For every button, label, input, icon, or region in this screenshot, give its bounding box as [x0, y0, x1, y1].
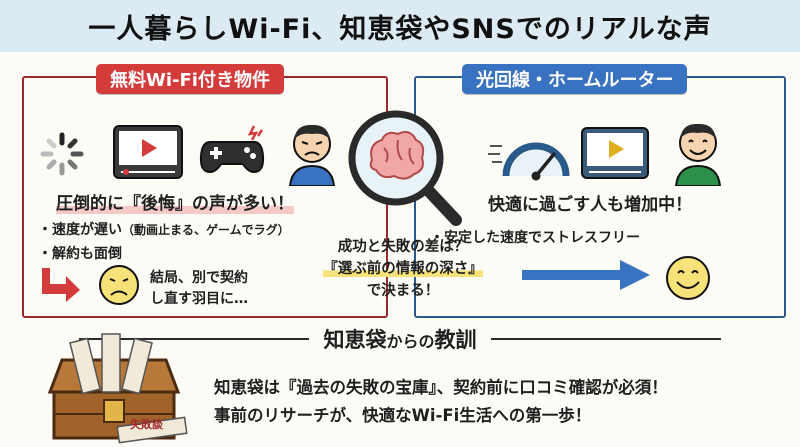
video-player-ok-icon — [581, 127, 649, 179]
center-line2: 『選ぶ前の情報の深さ』 — [323, 261, 483, 277]
left-bullet-speed: ・速度が遅い（動画止まる、ゲームでラグ） — [38, 222, 290, 238]
lesson-divider-right — [490, 338, 721, 340]
arrow-right-icon — [522, 260, 650, 290]
loading-spinner-icon — [40, 132, 84, 176]
sad-face-icon — [99, 265, 139, 305]
center-line3: で決まる！ — [366, 283, 440, 299]
right-bullet-stable: ・安定した速度でストレスフリー — [430, 230, 640, 246]
page-title: 一人暮らしWi-Fi、知恵袋やSNSでのリアルな声 — [88, 13, 712, 45]
fiber-tag: 光回線・ホームルーター — [462, 64, 688, 94]
center-message: 成功と失敗の差は？ 『選ぶ前の情報の深さ』 で決まる！ — [296, 236, 510, 302]
arrow-down-right-icon — [42, 268, 80, 302]
game-controller-icon — [199, 125, 265, 174]
magnifier-brain-icon — [348, 110, 462, 226]
lesson-line2: 事前のリサーチが、快適なWi-Fi生活への第一歩！ — [214, 406, 592, 425]
happy-person-icon — [674, 123, 722, 186]
right-headline: 快適に過ごす人も増加中！ — [488, 195, 693, 215]
left-headline: 圧倒的に『後悔』の声が多い！ — [56, 194, 294, 214]
title-band: 一人暮らしWi-Fi、知恵袋やSNSでのリアルな声 — [0, 0, 800, 52]
center-line1: 成功と失敗の差は？ — [337, 239, 469, 255]
smiley-face-icon — [666, 256, 710, 300]
lesson-line1: 知恵袋は『過去の失敗の宝庫』、契約前に口コミ確認が必須！ — [214, 378, 668, 397]
speedometer-icon — [488, 142, 570, 181]
lesson-title: 知恵袋からの教訓 — [0, 324, 800, 354]
video-player-icon — [113, 125, 183, 179]
treasure-chest-icon — [47, 333, 188, 444]
left-note-line2: し直す羽目に… — [150, 291, 248, 307]
lesson-divider-left — [79, 338, 310, 340]
scroll-label: 失敗談 — [130, 418, 163, 431]
lesson-title-text: 知恵袋からの教訓 — [323, 328, 477, 352]
left-note-line1: 結局、別で契約 — [150, 270, 248, 286]
left-bullet-cancel: ・解約も面倒 — [38, 246, 122, 262]
frustrated-person-icon — [288, 124, 336, 186]
free-wifi-tag: 無料Wi-Fi付き物件 — [96, 64, 284, 94]
